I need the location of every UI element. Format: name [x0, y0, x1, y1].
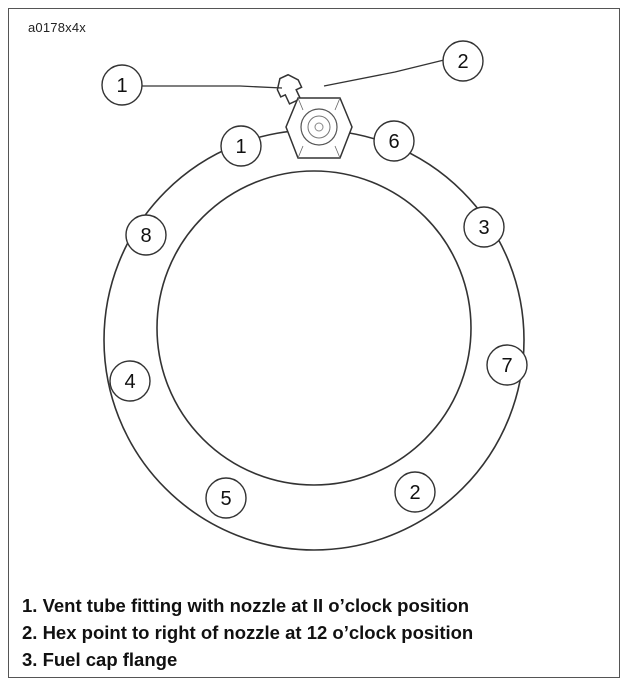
bolt-label: 2 [409, 482, 420, 504]
bolt-label: 6 [388, 131, 399, 153]
bolt-marker: 8 [125, 214, 167, 256]
bolt-marker: 4 [109, 360, 151, 402]
bolt-label: 8 [140, 225, 151, 247]
figure-id-label: a0178x4x [28, 20, 86, 35]
callout-2: 2 [442, 40, 484, 82]
bolt-marker: 7 [486, 344, 528, 386]
legend-item: 3. Fuel cap flange [22, 649, 178, 670]
bolt-label: 5 [220, 488, 231, 510]
hex-fitting-icon [285, 97, 353, 159]
bolt-marker: 2 [394, 471, 436, 513]
flange-inner-opening [156, 170, 472, 486]
bolt-marker: 3 [463, 206, 505, 248]
flange-outer-ring [103, 129, 525, 551]
legend-list: 1. Vent tube fitting with nozzle at II o… [22, 592, 612, 673]
bolt-marker: 1 [220, 125, 262, 167]
bolt-label: 3 [478, 217, 489, 239]
legend-item: 2. Hex point to right of nozzle at 12 o’… [22, 622, 474, 643]
bolt-label: 4 [124, 371, 135, 393]
callout-1-label: 1 [116, 75, 127, 97]
bolt-marker: 6 [373, 120, 415, 162]
callout-2-label: 2 [457, 51, 468, 73]
bolt-marker: 5 [205, 477, 247, 519]
bolt-label: 7 [501, 355, 512, 377]
leader-line-2 [323, 59, 445, 87]
legend-item: 1. Vent tube fitting with nozzle at II o… [22, 595, 470, 616]
bolt-label: 1 [235, 136, 246, 158]
callout-1: 1 [101, 64, 143, 106]
vent-nozzle-icon [276, 73, 303, 105]
leader-line-1 [142, 85, 283, 89]
